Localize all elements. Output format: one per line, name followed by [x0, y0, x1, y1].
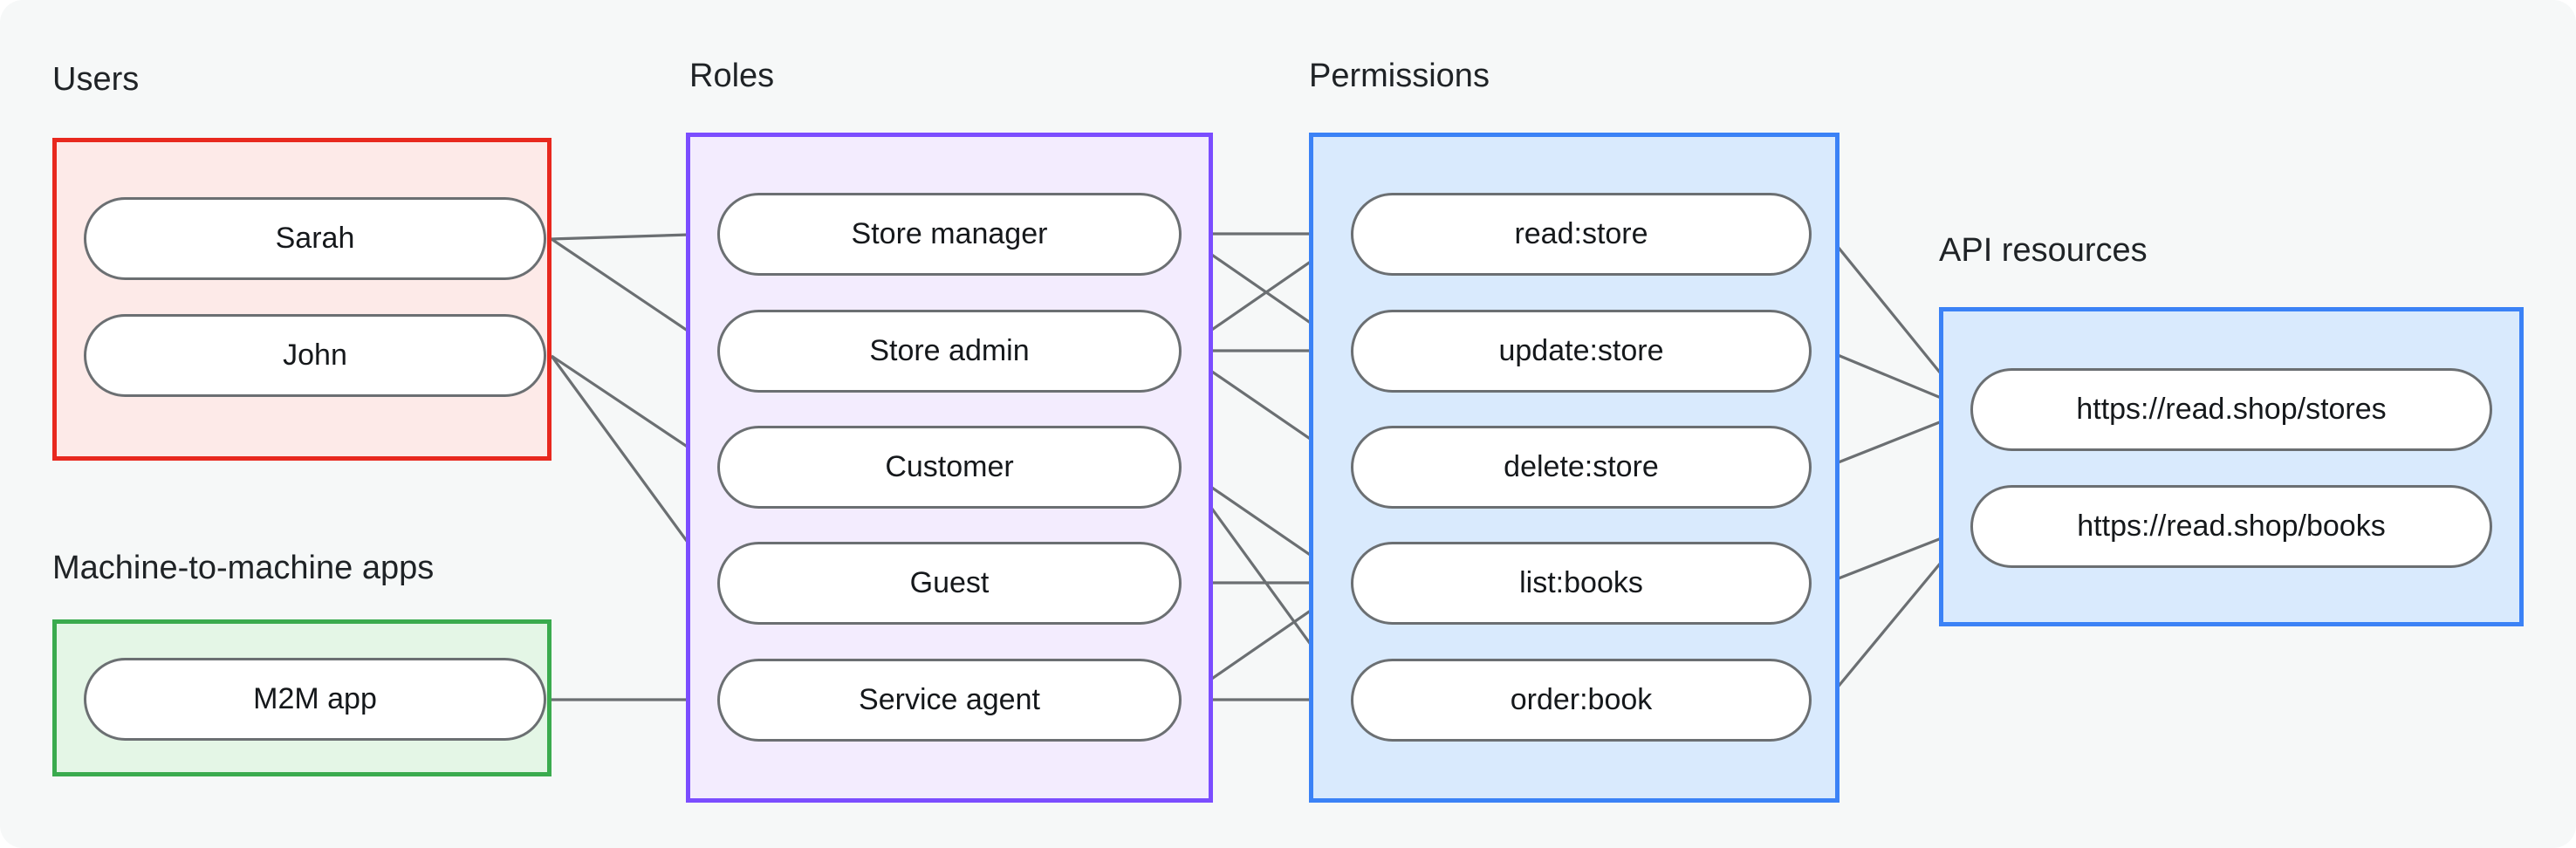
node-res-books[interactable]: https://read.shop/books	[1970, 485, 2492, 568]
node-customer[interactable]: Customer	[717, 426, 1182, 509]
group-title-m2m: Machine-to-machine apps	[52, 550, 435, 586]
node-update-store-label: update:store	[1498, 334, 1664, 367]
group-title-users: Users	[52, 61, 140, 98]
node-m2m-app-label: M2M app	[253, 682, 377, 715]
node-res-stores[interactable]: https://read.shop/stores	[1970, 368, 2492, 451]
node-guest-label: Guest	[909, 566, 990, 599]
node-john-label: John	[283, 339, 347, 372]
group-title-permissions: Permissions	[1309, 58, 1490, 94]
node-john[interactable]: John	[84, 314, 546, 397]
node-delete-store[interactable]: delete:store	[1351, 426, 1812, 509]
node-guest[interactable]: Guest	[717, 542, 1182, 625]
panel-users	[52, 138, 552, 461]
node-m2m-app[interactable]: M2M app	[84, 658, 546, 741]
node-store-admin-label: Store admin	[869, 334, 1030, 367]
node-sarah[interactable]: Sarah	[84, 197, 546, 280]
node-customer-label: Customer	[885, 450, 1014, 483]
node-sarah-label: Sarah	[275, 222, 355, 255]
panel-api-resources	[1939, 307, 2524, 626]
node-order-book-label: order:book	[1510, 683, 1653, 716]
node-list-books[interactable]: list:books	[1351, 542, 1812, 625]
node-service-agent-label: Service agent	[859, 683, 1040, 716]
node-read-store[interactable]: read:store	[1351, 193, 1812, 276]
node-store-manager[interactable]: Store manager	[717, 193, 1182, 276]
node-list-books-label: list:books	[1519, 566, 1643, 599]
node-update-store[interactable]: update:store	[1351, 310, 1812, 393]
group-title-api-resources: API resources	[1939, 232, 2148, 269]
node-read-store-label: read:store	[1514, 217, 1648, 250]
node-res-stores-label: https://read.shop/stores	[2076, 393, 2387, 426]
node-res-books-label: https://read.shop/books	[2077, 509, 2386, 543]
node-store-manager-label: Store manager	[851, 217, 1048, 250]
node-store-admin[interactable]: Store admin	[717, 310, 1182, 393]
node-service-agent[interactable]: Service agent	[717, 659, 1182, 742]
group-title-roles: Roles	[689, 58, 775, 94]
node-delete-store-label: delete:store	[1504, 450, 1659, 483]
node-order-book[interactable]: order:book	[1351, 659, 1812, 742]
